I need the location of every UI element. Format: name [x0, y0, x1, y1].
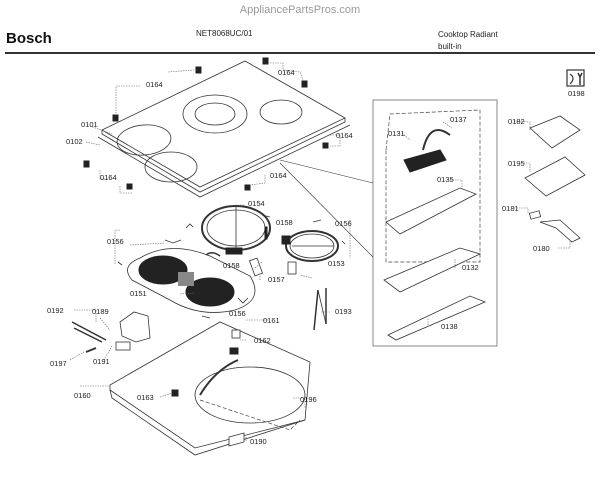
label-0162: 0162 [254, 336, 271, 345]
part-0164-clips[interactable] [83, 57, 329, 191]
label-0151: 0151 [130, 289, 147, 298]
leader-lines [69, 62, 571, 441]
description-line-2: built-in [438, 42, 462, 51]
label-0132: 0132 [462, 263, 479, 272]
part-0137-ribbon-cable[interactable] [422, 129, 451, 151]
control-module-box [279, 99, 498, 347]
label-0154: 0154 [248, 199, 265, 208]
label-0137: 0137 [450, 115, 467, 124]
part-0193-wire-bridge[interactable] [313, 288, 327, 331]
label-0131: 0131 [388, 129, 405, 138]
label-0197: 0197 [50, 359, 67, 368]
part-0153-heating-element[interactable] [281, 230, 339, 275]
header-divider [5, 52, 595, 54]
part-0180-scraper[interactable] [539, 219, 581, 243]
label-0164: 0164 [100, 173, 117, 182]
label-0160: 0160 [74, 391, 91, 400]
part-0162-connector[interactable] [229, 347, 239, 355]
part-0181-scraper-blade[interactable] [528, 210, 542, 220]
label-0180: 0180 [533, 244, 550, 253]
label-0198: 0198 [568, 89, 585, 98]
label-0193: 0193 [335, 307, 352, 316]
part-0132-module-housing[interactable] [383, 247, 482, 293]
label-0158: 0158 [276, 218, 293, 227]
brand-title: Bosch [6, 30, 52, 47]
part-0158-wire[interactable] [205, 226, 268, 257]
label-0138: 0138 [441, 322, 458, 331]
label-0191: 0191 [93, 357, 110, 366]
label-0164: 0164 [336, 131, 353, 140]
part-0191-strain-relief[interactable] [115, 341, 131, 351]
part-labels: 0164 0164 0164 0164 0164 0101 0102 0154 … [47, 68, 585, 446]
part-0135-control-board[interactable] [385, 149, 477, 235]
part-0182-cleaning-kit[interactable] [529, 115, 581, 149]
part-0101-glass-top[interactable] [97, 60, 351, 198]
label-0157: 0157 [268, 275, 285, 284]
label-0156: 0156 [229, 309, 246, 318]
label-0158: 0158 [223, 261, 240, 270]
part-0192-wire-set[interactable] [71, 321, 107, 343]
label-0195: 0195 [508, 159, 525, 168]
part-0156-clamps[interactable] [117, 214, 346, 319]
part-0160-bottom-housing[interactable] [109, 321, 311, 456]
label-0190: 0190 [250, 437, 267, 446]
label-0164: 0164 [146, 80, 163, 89]
part-0189-terminal-box[interactable] [119, 311, 151, 343]
part-0197-screw[interactable] [85, 347, 97, 353]
label-0164: 0164 [270, 171, 287, 180]
part-0196-cable-harness[interactable] [199, 399, 301, 431]
description-line-1: Cooktop Radiant [438, 30, 498, 39]
label-0164: 0164 [278, 68, 295, 77]
label-0192: 0192 [47, 306, 64, 315]
label-0163: 0163 [137, 393, 154, 402]
product-description: Cooktop Radiant built-in [438, 29, 498, 53]
part-0151-dual-element[interactable] [127, 248, 256, 313]
label-0181: 0181 [502, 204, 519, 213]
part-0190-label[interactable] [228, 432, 245, 447]
part-0198-service-icon[interactable] [566, 69, 585, 87]
label-0135: 0135 [437, 175, 454, 184]
part-0195-screw-kit[interactable] [524, 156, 586, 197]
watermark: AppliancePartsPros.com [239, 4, 361, 16]
label-0153: 0153 [328, 259, 345, 268]
part-0138-module-cover[interactable] [387, 295, 487, 341]
label-0182: 0182 [508, 117, 525, 126]
label-0161: 0161 [263, 316, 280, 325]
label-0102: 0102 [66, 137, 83, 146]
label-0101: 0101 [81, 120, 98, 129]
part-0163-clip[interactable] [171, 389, 179, 397]
label-0156: 0156 [335, 219, 352, 228]
part-0161-fan-part[interactable] [231, 329, 241, 339]
label-0156: 0156 [107, 237, 124, 246]
label-0189: 0189 [92, 307, 109, 316]
label-0196: 0196 [300, 395, 317, 404]
part-0154-heating-element[interactable] [201, 205, 271, 255]
model-number: NET8068UC/01 [196, 29, 253, 38]
